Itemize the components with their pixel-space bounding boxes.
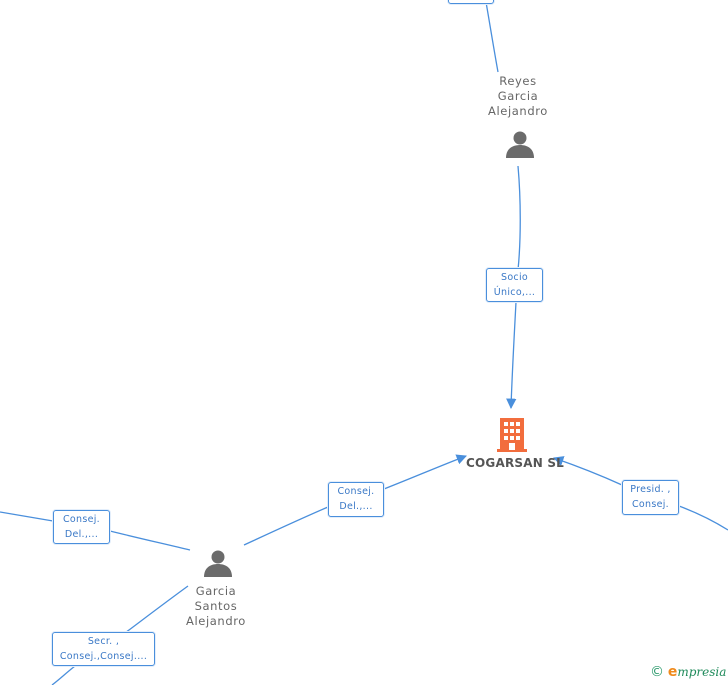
edge-garcia-to-consej (243, 506, 329, 546)
company-name[interactable]: COGARSAN SL (466, 456, 565, 470)
person-name-line: Alejandro (186, 614, 246, 628)
person-name-line: Santos (194, 599, 238, 613)
edge-consej-to-company (383, 454, 467, 490)
role-text: Del.,... (64, 529, 99, 540)
building-icon[interactable] (497, 418, 527, 452)
role-text: Socio (500, 272, 529, 283)
brand-logo-initial: e (667, 664, 678, 680)
role-text: Consej.,Consej.... (59, 651, 148, 662)
role-text: Consej. (337, 486, 375, 497)
role-box-consej-del[interactable]: Consej. Del.,... (328, 482, 384, 517)
edge-top-to-reyes (485, 1, 499, 73)
person-name-line: Garcia (497, 89, 539, 103)
role-box-presid[interactable]: Presid. , Consej. (622, 480, 679, 515)
role-text: Único,... (493, 287, 536, 298)
person-icon[interactable] (505, 131, 535, 159)
edge-secr-to-bottom (51, 665, 76, 685)
edge-left-to-consej (0, 511, 54, 522)
role-box-socio[interactable]: Socio Único,... (486, 268, 543, 302)
edge-right-to-presid (678, 505, 728, 531)
edge-garcia-to-secr (124, 585, 189, 634)
role-text: Del.,... (339, 501, 373, 512)
role-text: Consej. (631, 499, 670, 510)
brand-name: mpresia (677, 665, 727, 679)
role-box-consej-left[interactable]: Consej. Del.,... (53, 510, 110, 544)
edge-reyes-to-socio (517, 165, 521, 271)
person-name-line: Garcia (195, 584, 237, 598)
person-label-reyes[interactable]: Reyes Garcia Alejandro (473, 74, 563, 119)
role-box-secr[interactable]: Secr. , Consej.,Consej.... (52, 632, 155, 666)
person-name-line: Alejandro (488, 104, 548, 118)
copyright-icon: © (650, 664, 664, 680)
person-icon[interactable] (203, 550, 233, 578)
edge-presid-to-company (553, 456, 623, 486)
person-label-garcia[interactable]: Garcia Santos Alejandro (171, 584, 261, 629)
person-name-line: Reyes (499, 74, 537, 88)
edge-socio-to-company (506, 301, 517, 410)
offscreen-role-box[interactable] (448, 0, 494, 4)
empresia-watermark: © empresia (650, 664, 726, 680)
edge-consej-left-to-garcia (109, 530, 191, 551)
role-text: Consej. (62, 514, 101, 525)
role-text: Presid. , (630, 484, 671, 495)
role-text: Secr. , (87, 636, 120, 647)
